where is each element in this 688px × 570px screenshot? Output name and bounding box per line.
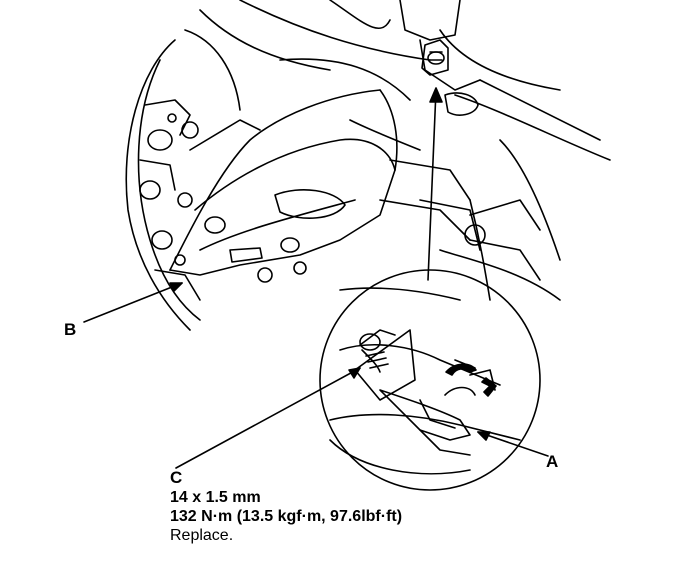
lower-arm xyxy=(169,89,398,283)
spec-block: 14 x 1.5 mm 132 N·m (13.5 kgf·m, 97.6lbf… xyxy=(170,488,402,545)
callout-a: A xyxy=(546,452,559,471)
upper-frame xyxy=(199,0,611,301)
upper-mount-bolt xyxy=(421,39,479,116)
reference-arrow xyxy=(427,87,443,281)
leader-b xyxy=(83,282,183,323)
torque-spec: 132 N·m (13.5 kgf·m, 97.6lbf·ft) xyxy=(170,508,403,525)
replace-note: Replace. xyxy=(170,527,234,544)
detail-circle xyxy=(319,269,541,491)
brake-hub-assembly xyxy=(125,29,241,331)
callout-c: C xyxy=(170,468,183,487)
leader-c xyxy=(175,367,361,469)
leader-a xyxy=(477,431,549,457)
callout-b: B xyxy=(64,320,77,339)
rotation-arrows xyxy=(445,363,497,397)
lower-right-parts xyxy=(339,199,561,301)
bolt-size: 14 x 1.5 mm xyxy=(170,489,261,506)
